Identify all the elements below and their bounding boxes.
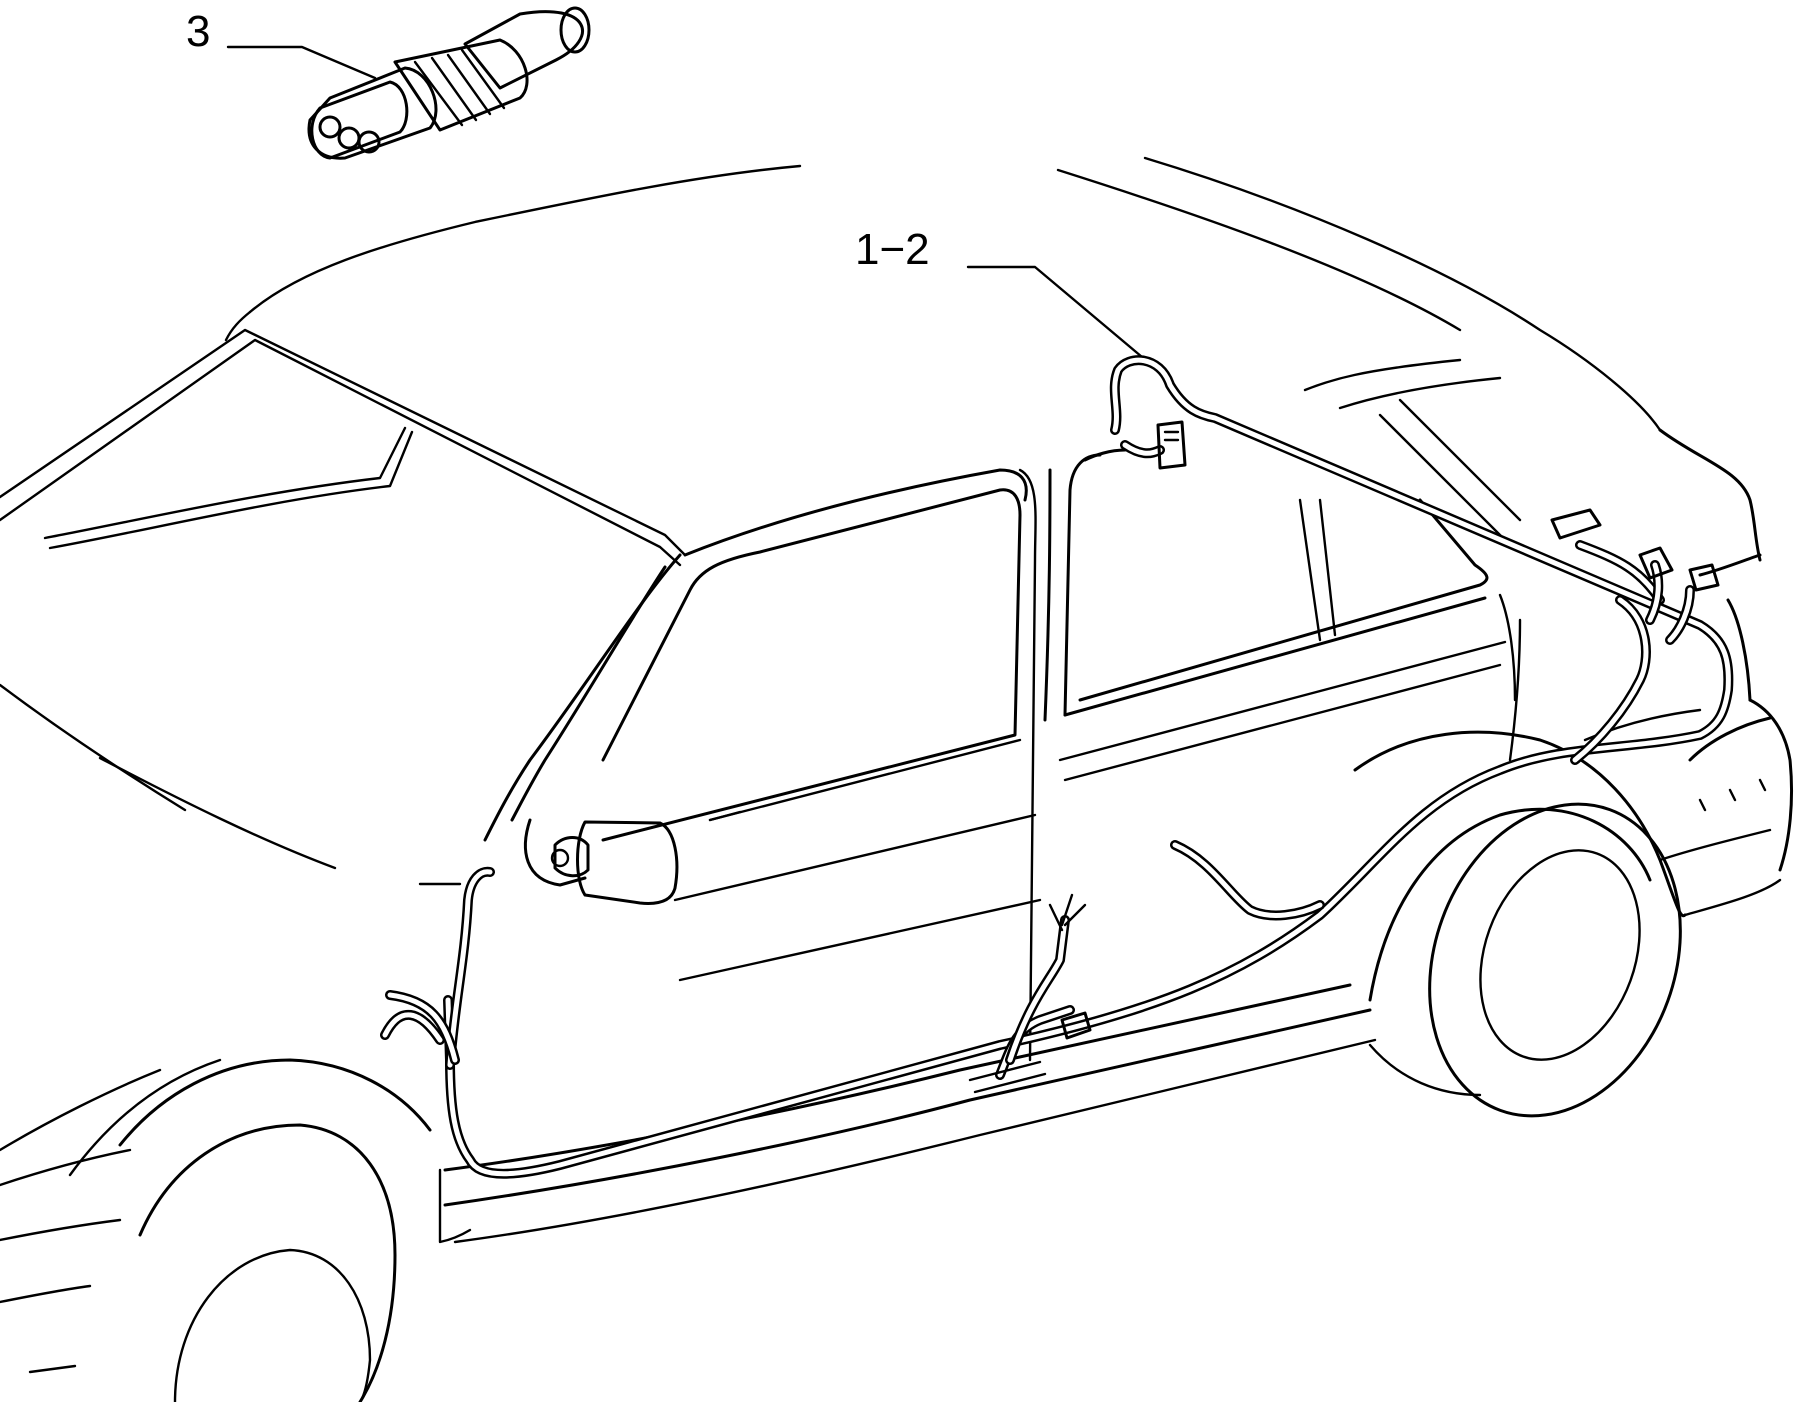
car-body [0, 156, 1794, 1402]
callout-part-3: 3 [186, 7, 211, 56]
side-mirror [523, 818, 679, 905]
callout-part-1-2: 1−2 [855, 225, 930, 274]
harness-connectors [1060, 420, 1720, 1040]
leader-line-1-2 [966, 265, 1144, 359]
connector-part-3 [226, 6, 591, 160]
wiring-harness-1-2 [380, 355, 1734, 1179]
